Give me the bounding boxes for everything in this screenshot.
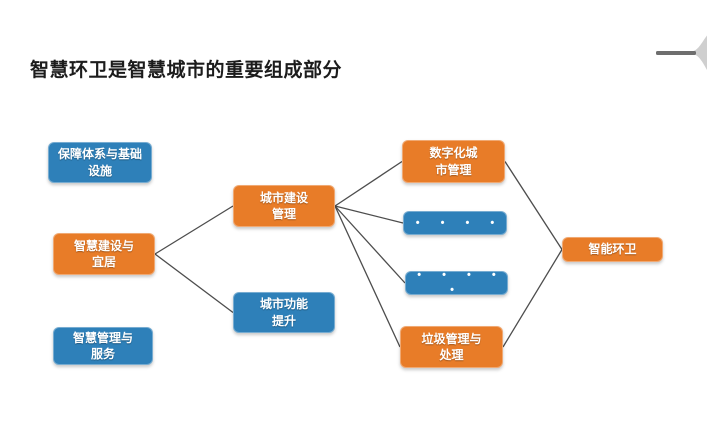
diagram-node-baozhang: 保障体系与基础 设施 bbox=[48, 142, 152, 183]
diagram-node-laji: 垃圾管理与 处理 bbox=[400, 326, 503, 368]
diagram-node-chengshi-gongneng: 城市功能 提升 bbox=[233, 292, 335, 333]
connector-chengshi-jianshe-to-laji bbox=[334, 205, 401, 348]
connector-zhihui-jianshe-to-chengshi-jianshe bbox=[154, 205, 234, 255]
diagram-node-zhineng-huanwei: 智能环卫 bbox=[562, 237, 663, 262]
slide-title: 智慧环卫是智慧城市的重要组成部分 bbox=[30, 59, 343, 81]
connector-chengshi-jianshe-to-dots-4 bbox=[334, 205, 404, 224]
connector-laji-to-zhineng-huanwei bbox=[502, 249, 563, 348]
connector-chengshi-jianshe-to-dots-5 bbox=[334, 205, 406, 284]
connector-zhihui-jianshe-to-chengshi-gongneng bbox=[154, 253, 234, 314]
diagram-node-dots-5: • • • • • bbox=[405, 269, 508, 296]
connector-chengshi-jianshe-to-shuzihua bbox=[334, 160, 403, 207]
diagram-node-zhihui-jianshe: 智慧建设与 宜居 bbox=[53, 233, 155, 275]
diagram-node-dots-4: • • • • bbox=[403, 211, 507, 235]
diagram-node-zhihui-guanli: 智慧管理与 服务 bbox=[53, 327, 153, 365]
connector-shuzihua-to-zhineng-huanwei bbox=[504, 161, 563, 250]
diagram-node-chengshi-jianshe: 城市建设 管理 bbox=[233, 185, 335, 227]
diagram-node-shuzihua: 数字化城 市管理 bbox=[402, 140, 505, 183]
corner-logo-icon bbox=[656, 35, 707, 70]
